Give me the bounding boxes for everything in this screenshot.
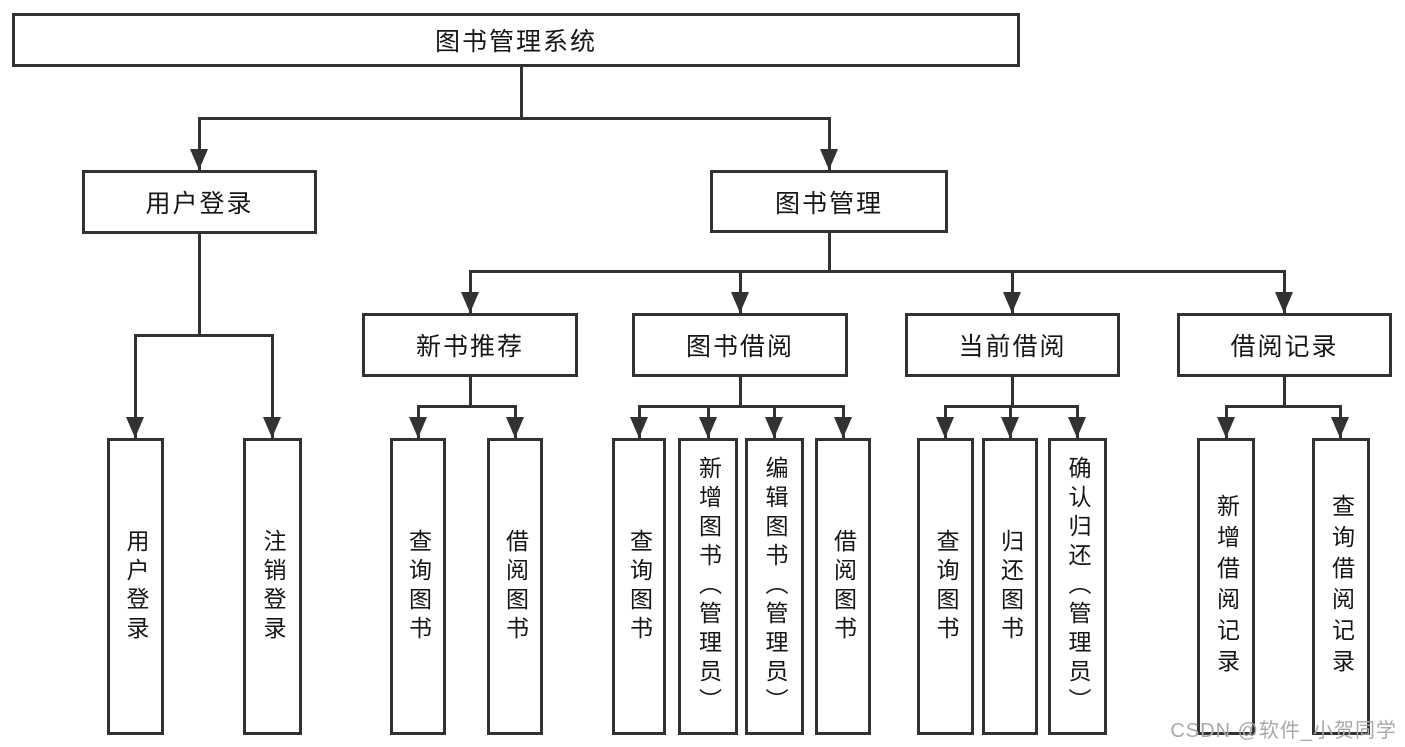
arrowhead xyxy=(126,417,144,438)
leaf-query-books-recommend: 查询图书 xyxy=(390,438,446,735)
connector-line xyxy=(134,334,137,438)
node-book-management: 图书管理 xyxy=(710,170,948,233)
arrowhead xyxy=(820,149,838,170)
connector-line xyxy=(198,117,831,120)
arrowhead xyxy=(506,417,524,438)
connector-line xyxy=(1283,270,1286,313)
node-new-book-recommend: 新书推荐 xyxy=(362,313,578,377)
connector-line xyxy=(271,334,274,438)
arrowhead xyxy=(461,292,479,313)
arrowhead xyxy=(1275,292,1293,313)
node-current-borrow: 当前借阅 xyxy=(905,313,1120,377)
leaf-label: 归还图书 xyxy=(997,528,1024,645)
arrowhead xyxy=(263,417,281,438)
leaf-label: 查询图书 xyxy=(933,528,959,645)
leaf-label: 确认归还（管理员） xyxy=(1065,456,1091,717)
arrowhead xyxy=(630,417,648,438)
connector-line xyxy=(417,405,517,408)
leaf-add-borrow-record: 新增借阅记录 xyxy=(1197,438,1255,735)
leaf-query-borrow-record: 查询借阅记录 xyxy=(1312,438,1370,735)
leaf-label: 编辑图书（管理员） xyxy=(762,456,788,717)
arrowhead xyxy=(834,417,852,438)
node-label: 当前借阅 xyxy=(958,333,1067,361)
arrowhead xyxy=(409,417,427,438)
arrowhead xyxy=(699,417,717,438)
connector-line xyxy=(520,67,523,118)
leaf-confirm-return-admin: 确认归还（管理员） xyxy=(1048,438,1107,735)
connector-line xyxy=(134,334,274,337)
leaf-add-books-admin: 新增图书（管理员） xyxy=(678,438,738,735)
leaf-query-books-borrow: 查询图书 xyxy=(612,438,666,735)
arrowhead xyxy=(1003,292,1021,313)
leaf-edit-books-admin: 编辑图书（管理员） xyxy=(745,438,804,735)
arrowhead xyxy=(765,417,783,438)
leaf-return-books: 归还图书 xyxy=(982,438,1038,735)
connector-line xyxy=(469,270,1285,273)
leaf-label: 新增借阅记录 xyxy=(1213,493,1240,680)
leaf-label: 借阅图书 xyxy=(830,528,857,645)
leaf-label: 注销登录 xyxy=(260,528,286,645)
connector-line xyxy=(739,377,742,406)
connector-line xyxy=(739,270,742,313)
node-label: 新书推荐 xyxy=(415,333,524,361)
connector-line xyxy=(198,234,201,335)
arrowhead xyxy=(1331,417,1349,438)
node-label: 借阅记录 xyxy=(1230,333,1339,361)
arrowhead xyxy=(1001,417,1019,438)
leaf-logout-login: 注销登录 xyxy=(243,438,302,735)
connector-line xyxy=(469,270,472,313)
arrowhead xyxy=(936,417,954,438)
connector-line xyxy=(469,377,472,406)
leaf-label: 查询图书 xyxy=(626,528,653,645)
leaf-borrow-books-recommend: 借阅图书 xyxy=(487,438,543,735)
arrowhead xyxy=(1217,417,1235,438)
connector-line xyxy=(1283,377,1286,406)
node-library-system: 图书管理系统 xyxy=(12,13,1020,67)
arrowhead xyxy=(731,292,749,313)
leaf-label: 用户登录 xyxy=(123,528,149,645)
node-label: 图书管理系统 xyxy=(434,28,597,56)
arrowhead xyxy=(1068,417,1086,438)
leaf-user-login: 用户登录 xyxy=(107,438,164,735)
connector-line xyxy=(828,117,831,170)
node-label: 图书管理 xyxy=(774,189,883,218)
arrowhead xyxy=(190,149,208,170)
leaf-borrow-books: 借阅图书 xyxy=(815,438,871,735)
leaf-label: 查询图书 xyxy=(405,528,432,645)
node-borrow-records: 借阅记录 xyxy=(1177,313,1392,377)
node-book-borrow: 图书借阅 xyxy=(632,313,848,377)
leaf-label: 新增图书（管理员） xyxy=(695,456,722,717)
leaf-label: 借阅图书 xyxy=(502,528,529,645)
node-label: 用户登录 xyxy=(145,190,254,218)
connector-line xyxy=(1011,270,1014,313)
connector-line xyxy=(1225,405,1342,408)
leaf-label: 查询借阅记录 xyxy=(1328,493,1355,680)
connector-line xyxy=(1011,377,1014,406)
connector-line xyxy=(198,117,201,170)
connector-line xyxy=(828,233,831,271)
csdn-watermark: CSDN @软件_小贺同学 xyxy=(1170,720,1397,742)
node-user-login: 用户登录 xyxy=(82,170,317,234)
leaf-query-books-current: 查询图书 xyxy=(917,438,974,735)
connector-line xyxy=(638,405,845,408)
node-label: 图书借阅 xyxy=(685,333,794,361)
